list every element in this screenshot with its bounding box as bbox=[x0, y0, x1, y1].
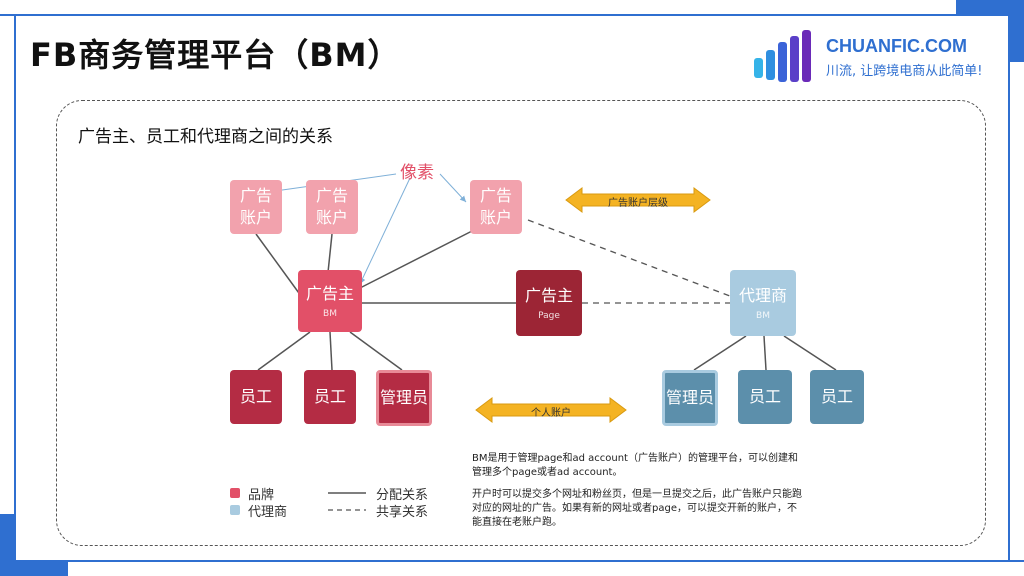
employee-node: 员工 bbox=[230, 370, 282, 424]
legend-assign-label: 分配关系 bbox=[376, 488, 429, 503]
agency-employee-node: 员工 bbox=[738, 370, 792, 424]
logo-slogan: 川流, 让跨境电商从此简单! bbox=[826, 64, 983, 79]
advertiser-bm-node: 广告主 BM bbox=[298, 270, 362, 332]
brand-logo: CHUANFIC.COM 川流, 让跨境电商从此简单! bbox=[752, 30, 988, 86]
pixel-label: 像素 bbox=[400, 163, 434, 183]
legend-brand-label: 品牌 bbox=[248, 488, 275, 503]
description-paragraph-2: 开户时可以提交多个网址和粉丝页，但是一旦提交之后，此广告账户只能跑对应的网址的广… bbox=[472, 489, 802, 528]
legend-brand-swatch bbox=[230, 488, 240, 498]
agency-admin-node: 管理员 bbox=[662, 370, 718, 426]
ad-account-node: 广告 账户 bbox=[470, 180, 522, 234]
description-paragraph-1: BM是用于管理page和ad account（广告账户）的管理平台，可以创建和管… bbox=[472, 453, 798, 478]
legend-agency-swatch bbox=[230, 505, 240, 515]
advertiser-page-node: 广告主 Page bbox=[516, 270, 582, 336]
page-title: FB商务管理平台（BM） bbox=[30, 36, 401, 74]
admin-node: 管理员 bbox=[376, 370, 432, 426]
content-box bbox=[56, 100, 986, 546]
agency-bm-node: 代理商 BM bbox=[730, 270, 796, 336]
top-frame-line bbox=[0, 14, 956, 16]
ad-account-level-label: 广告账户层级 bbox=[608, 198, 668, 209]
right-frame-line bbox=[1008, 62, 1010, 562]
personal-account-label: 个人账户 bbox=[531, 408, 571, 419]
relationship-diagram: 像素 广告 账户 广告 账户 广告 账户 广告账户层级 广告主 BM 广告主 P… bbox=[124, 152, 984, 542]
ad-account-node: 广告 账户 bbox=[306, 180, 358, 234]
legend-agency-label: 代理商 bbox=[248, 505, 288, 520]
agency-employee-node: 员工 bbox=[810, 370, 864, 424]
employee-node: 员工 bbox=[304, 370, 356, 424]
left-frame-line bbox=[14, 14, 16, 514]
bottom-frame-line bbox=[68, 560, 1024, 562]
diagram-connectors bbox=[255, 173, 837, 511]
section-subtitle: 广告主、员工和代理商之间的关系 bbox=[78, 127, 333, 147]
corner-decoration-bottom-left bbox=[0, 514, 68, 576]
ad-account-node: 广告 账户 bbox=[230, 180, 282, 234]
corner-decoration-top-right bbox=[956, 0, 1024, 62]
logo-name: CHUANFIC.COM bbox=[826, 36, 967, 56]
logo-bars-icon bbox=[754, 30, 811, 82]
legend-share-label: 共享关系 bbox=[376, 505, 429, 520]
